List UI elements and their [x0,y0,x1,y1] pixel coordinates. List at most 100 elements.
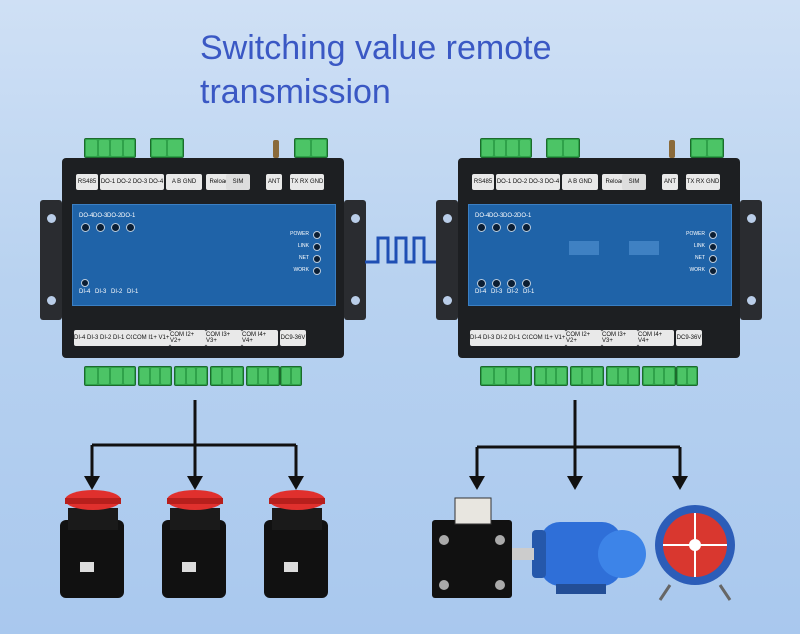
do3-label: DO-3 [93,213,108,219]
terminal-block [294,138,328,158]
label-ab-gnd: A B GND [562,174,598,190]
label-rs485: RS485 [472,174,494,190]
terminal-block [570,366,604,386]
di-led [81,279,89,287]
label-ch4: COM I4+ V4+ [638,330,674,346]
label-power-in: DC9-36V [676,330,702,346]
label-reload: Reload [602,174,628,190]
label-di-com: DI-4 DI-3 DI-2 DI-1 COM [74,330,140,346]
label-ch4: COM I4+ V4+ [242,330,278,346]
terminal-block [84,138,136,158]
title-line-2: transmission [200,73,391,111]
do3-label: DO-3 [489,213,504,219]
do4-label: DO-4 [475,213,490,219]
link-led [313,243,321,251]
label-tx-rx-gnd: TX RX GND [290,174,324,190]
label-power-in: DC9-36V [280,330,306,346]
input-wiring [90,400,298,478]
di4-label: DI-4 [475,289,487,295]
terminal-block [246,366,280,386]
di-leds [477,279,531,288]
label-rs485: RS485 [76,174,98,190]
red-push-button-icon [264,490,328,598]
net-led [313,255,321,263]
do2-label: DO-2 [503,213,518,219]
work-led [709,267,717,275]
do2-label: DO-2 [107,213,122,219]
electric-motor-icon [512,522,646,594]
panel-graphic [629,241,659,255]
do-leds [477,223,531,232]
io-device-right: RS485 DO-1 DO-2 DO-3 DO-4 A B GND Reload… [436,138,762,386]
label-ant: ANT [266,174,282,190]
di3-label: DI-3 [95,289,107,295]
label-ant: ANT [662,174,678,190]
arrow-down-icon [187,476,203,490]
label-ch1: COM I1+ V1+ [132,330,170,346]
title-line-1: Switching value remote [200,29,552,67]
terminal-block [138,366,172,386]
arrow-down-icon [469,476,485,490]
terminal-block [150,138,184,158]
terminal-block [174,366,208,386]
do1-label: DO-1 [517,213,532,219]
label-ch2: COM I2+ V2+ [566,330,602,346]
mount-flange-left [436,200,458,320]
red-push-button-icon [60,490,124,598]
link-led [709,243,717,251]
label-do: DO-1 DO-2 DO-3 DO-4 [496,174,560,190]
front-panel: DO-4 DO-3 DO-2 DO-1 POWER LINK NET WORK … [72,204,336,306]
do4-label: DO-4 [79,213,94,219]
front-panel: DO-4 DO-3 DO-2 DO-1 POWER LINK NET WORK … [468,204,732,306]
panel-graphic [569,241,599,255]
label-sim: SIM [622,174,646,190]
di2-label: DI-2 [507,289,519,295]
work-led [313,267,321,275]
power-led [709,231,717,239]
label-do: DO-1 DO-2 DO-3 DO-4 [100,174,164,190]
antenna [273,140,279,158]
arrow-down-icon [672,476,688,490]
axial-fan-icon [655,505,735,601]
label-reload: Reload [206,174,232,190]
do-leds [81,223,135,232]
label-di-com: DI-4 DI-3 DI-2 DI-1 COM [470,330,536,346]
label-ch1: COM I1+ V1+ [528,330,566,346]
net-label: NET [695,255,705,261]
terminal-block [642,366,676,386]
red-push-button-icon [162,490,226,598]
arrow-down-icon [567,476,583,490]
di3-label: DI-3 [491,289,503,295]
square-wave-signal [365,236,436,264]
mount-flange-right [740,200,762,320]
mount-flange-right [344,200,366,320]
label-tx-rx-gnd: TX RX GND [686,174,720,190]
terminal-block [534,366,568,386]
terminal-block [280,366,302,386]
di4-label: DI-4 [79,289,91,295]
di1-label: DI-1 [523,289,535,295]
label-ch2: COM I2+ V2+ [170,330,206,346]
di1-label: DI-1 [127,289,139,295]
output-wiring [475,400,682,478]
terminal-block [690,138,724,158]
label-ab-gnd: A B GND [166,174,202,190]
label-sim: SIM [226,174,250,190]
link-label: LINK [693,243,705,249]
power-label: POWER [290,231,309,237]
power-label: POWER [686,231,705,237]
terminal-block [676,366,698,386]
io-device-left: RS485 DO-1 DO-2 DO-3 DO-4 A B GND Reload… [40,138,366,386]
label-ch3: COM I3+ V3+ [206,330,242,346]
terminal-block [210,366,244,386]
terminal-block [84,366,136,386]
arrow-down-icon [288,476,304,490]
arrow-down-icon [84,476,100,490]
terminal-block [606,366,640,386]
net-led [709,255,717,263]
power-led [313,231,321,239]
terminal-block [480,138,532,158]
net-label: NET [299,255,309,261]
terminal-block [546,138,580,158]
antenna [669,140,675,158]
